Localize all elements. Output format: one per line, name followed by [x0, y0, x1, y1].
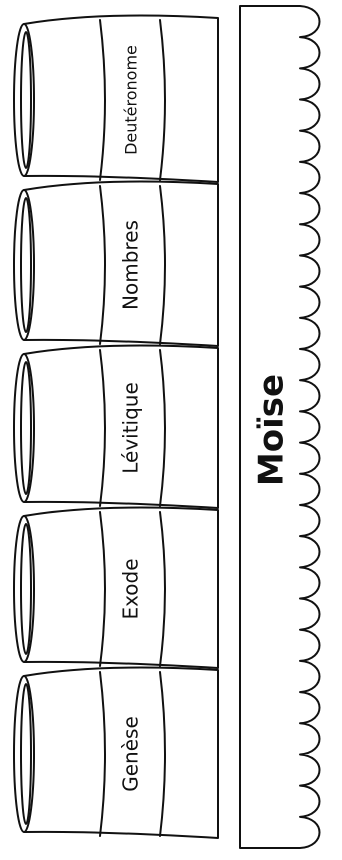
scroll-5: Genèse	[13, 666, 219, 839]
banner-outline	[239, 5, 321, 849]
scroll-body	[23, 14, 219, 183]
banner-label: Moïse	[252, 374, 292, 486]
scroll-divider-2	[159, 185, 166, 345]
scroll-divider-2	[159, 671, 166, 837]
scroll-divider-1	[99, 185, 106, 345]
scroll-label: Nombres	[119, 220, 143, 310]
scroll-roll	[13, 189, 35, 341]
scroll-roll-inner	[20, 31, 32, 169]
scroll-label: Lévitique	[119, 382, 143, 474]
scroll-roll	[13, 675, 35, 833]
scroll-divider-2	[159, 511, 166, 667]
scroll-3: Lévitique	[13, 344, 219, 509]
scroll-body	[23, 506, 219, 669]
scroll-roll-inner	[20, 523, 32, 655]
scroll-divider-1	[99, 19, 106, 181]
scroll-body	[23, 180, 219, 347]
scroll-label: Deutéronome	[122, 45, 141, 155]
scroll-roll	[13, 515, 35, 663]
scroll-roll-inner	[20, 683, 32, 825]
scroll-2: Nombres	[13, 180, 219, 347]
scroll-label: Exode	[119, 558, 143, 619]
scroll-body	[23, 666, 219, 839]
scroll-divider-1	[99, 671, 106, 837]
scroll-divider-2	[159, 19, 166, 181]
scroll-1: Deutéronome	[13, 14, 219, 183]
scroll-roll	[13, 23, 35, 177]
scroll-divider-2	[159, 349, 166, 507]
scroll-roll	[13, 353, 35, 503]
scroll-divider-1	[99, 511, 106, 667]
scroll-body	[23, 344, 219, 509]
scroll-4: Exode	[13, 506, 219, 669]
scroll-roll-inner	[20, 197, 32, 333]
moses-banner: Moïse	[239, 5, 321, 849]
scroll-divider-1	[99, 349, 106, 507]
scroll-roll-inner	[20, 361, 32, 495]
scroll-label: Genèse	[119, 716, 143, 792]
